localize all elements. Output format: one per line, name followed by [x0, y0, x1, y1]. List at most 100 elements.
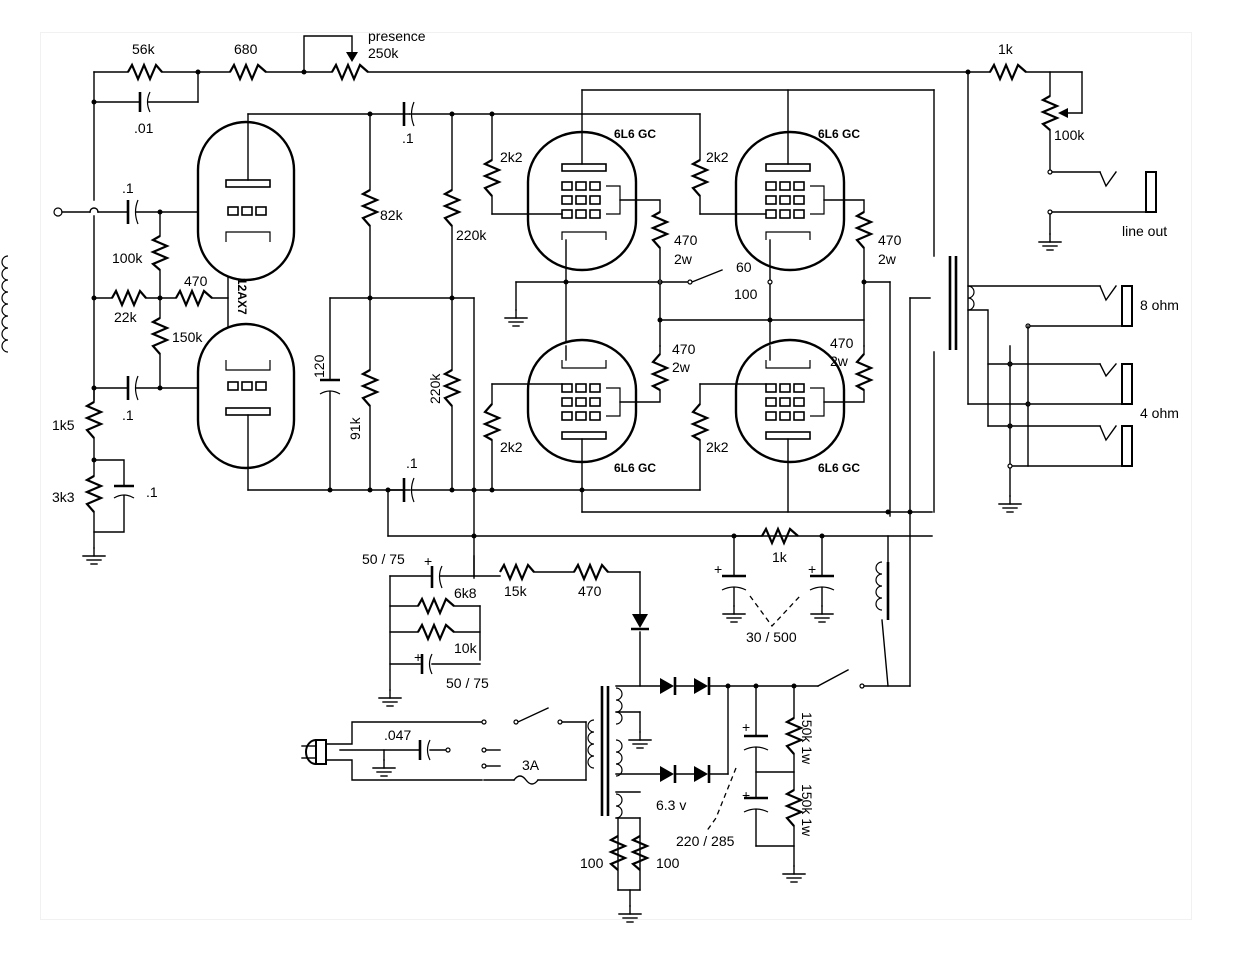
label-4ohm: 4 ohm: [1140, 405, 1179, 421]
label-150k: 150k: [172, 329, 203, 345]
label-8ohm: 8 ohm: [1140, 297, 1179, 313]
label-2k2-d: 2k2: [706, 439, 729, 455]
resistor-220k-a: [442, 189, 462, 227]
label-680: 680: [234, 41, 258, 57]
label-100-a: 100: [580, 855, 604, 871]
label-250k: 250k: [368, 45, 399, 61]
label-50-75-b: 50 / 75: [446, 675, 489, 691]
label-c-in1: .1: [122, 180, 134, 196]
label-470-2w-d: 470: [830, 335, 854, 351]
label-30-500: 30 / 500: [746, 629, 797, 645]
label-6k8: 6k8: [454, 585, 477, 601]
plus-sign-a: +: [424, 553, 432, 569]
preamp-section: [53, 113, 411, 565]
label-01: .01: [134, 120, 154, 136]
resistor-470-2w-d: [854, 353, 874, 391]
label-470-grid: 470: [184, 273, 208, 289]
resistor-10k: [417, 622, 455, 642]
pot-100k: [1040, 95, 1060, 131]
label-c-cath: .1: [146, 484, 158, 500]
label-470-2w-c: 470: [672, 341, 696, 357]
label-line-out: line out: [1122, 223, 1167, 239]
label-56k: 56k: [132, 41, 156, 57]
wiper-arrow-icon: [346, 52, 358, 62]
resistor-470-grid: [175, 288, 213, 308]
label-63v: 6.3 v: [656, 797, 686, 813]
label-3k3: 3k3: [52, 489, 75, 505]
label-6l6-b: 6L6 GC: [818, 127, 860, 141]
jack-4ohm-a-icon: [1121, 363, 1133, 405]
label-470-2w-d-watts: 2w: [830, 353, 849, 369]
resistor-470-2w-b: [854, 211, 874, 249]
label-100-b: 100: [656, 855, 680, 871]
label-50-75-a: 50 / 75: [362, 551, 405, 567]
label-sw-60: 60: [736, 259, 752, 275]
pot-presence: [331, 62, 369, 82]
label-120: 120: [311, 354, 327, 378]
label-470-2w-b-watts: 2w: [878, 251, 897, 267]
jack-8ohm-icon: [1121, 285, 1133, 327]
plus-sign-d: +: [808, 561, 816, 577]
resistor-2k2-a: [482, 159, 502, 197]
resistor-100-b: [630, 835, 650, 871]
label-91k: 91k: [347, 416, 363, 440]
resistor-6k8: [417, 596, 455, 616]
resistor-470-2w-c: [650, 353, 670, 391]
label-470-2w-c-watts: 2w: [672, 359, 691, 375]
jack-line-out-icon: [1145, 171, 1157, 213]
power-supply: [301, 509, 913, 923]
fuse-icon: [513, 775, 539, 785]
label-3a: 3A: [522, 757, 540, 773]
label-047: .047: [384, 727, 411, 743]
resistor-150k-1w-a: [784, 717, 804, 755]
label-12ax7: 12AX7: [235, 278, 249, 315]
power-tubes: [482, 89, 935, 517]
label-2k2-b: 2k2: [706, 149, 729, 165]
label-6l6-a: 6L6 GC: [614, 127, 656, 141]
resistor-150k: [150, 317, 170, 355]
label-220k-a: 220k: [456, 227, 487, 243]
label-220k-b: 220k: [427, 373, 443, 404]
label-presence: presence: [368, 28, 426, 44]
label-c-cpl1: .1: [402, 130, 414, 146]
resistor-2k2-c: [482, 403, 502, 441]
line-out-section: [965, 62, 1157, 251]
label-82k: 82k: [380, 207, 404, 223]
resistor-2k2-d: [690, 403, 710, 441]
label-470-2w-b: 470: [878, 232, 902, 248]
label-220-285: 220 / 285: [676, 833, 735, 849]
label-470-2w-a-watts: 2w: [674, 251, 693, 267]
label-150k-1w-b: 150k 1w: [799, 784, 815, 837]
label-100k-pot: 100k: [1054, 127, 1085, 143]
label-c-cpl2: .1: [406, 455, 418, 471]
label-470-ps: 470: [578, 583, 602, 599]
plus-sign-e: +: [742, 719, 750, 735]
label-1k-top: 1k: [998, 41, 1014, 57]
resistor-470-2w-a: [650, 211, 670, 249]
resistor-150k-1w-b: [784, 789, 804, 827]
resistor-91k: [360, 369, 380, 407]
resistor-100-a: [608, 835, 628, 871]
resistor-1k-ps: [761, 526, 799, 546]
resistor-220k-b: [442, 369, 462, 407]
label-100k: 100k: [112, 250, 143, 266]
resistor-15k: [499, 562, 535, 582]
tube-12ax7-upper: [196, 120, 296, 282]
resistor-1k5: [84, 401, 104, 439]
mains-plug-icon: [301, 738, 327, 766]
plus-sign-c: +: [714, 561, 722, 577]
label-sw-100: 100: [734, 286, 758, 302]
label-2k2-a: 2k2: [500, 149, 523, 165]
label-1k-ps: 1k: [772, 549, 788, 565]
label-2k2-c: 2k2: [500, 439, 523, 455]
resistor-3k3: [84, 475, 104, 513]
resistor-1k-line: [989, 62, 1027, 82]
jack-4ohm-b-icon: [1121, 425, 1133, 467]
input-jack-icon[interactable]: [53, 207, 63, 217]
label-15k: 15k: [504, 583, 528, 599]
resistor-2k2-b: [690, 159, 710, 197]
label-1k5: 1k5: [52, 417, 75, 433]
feedback-network: [91, 35, 991, 201]
